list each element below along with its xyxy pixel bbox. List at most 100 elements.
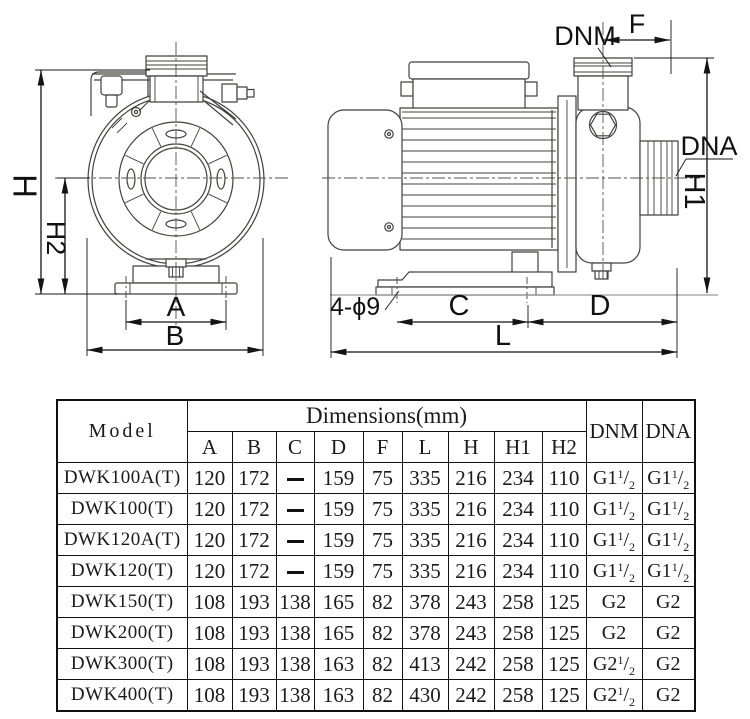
cell-dnm: G2 <box>585 617 643 649</box>
cell-h1: 258 <box>493 648 543 680</box>
cell-d: 165 <box>313 586 364 618</box>
dim-label-dna: DNA <box>680 131 737 161</box>
cell-dnm: G11/2 <box>585 462 643 494</box>
cell-model: DWK100(T) <box>56 493 188 525</box>
cell-a: 120 <box>186 555 233 587</box>
cell-c <box>275 462 315 494</box>
cell-c: 138 <box>275 648 315 680</box>
cell-model: DWK400(T) <box>56 679 188 712</box>
cell-dna: G11/2 <box>641 493 696 525</box>
cell-h1: 234 <box>493 524 543 556</box>
cell-h2: 125 <box>541 679 587 712</box>
dim-label-l: L <box>495 320 511 352</box>
dnm-header: DNM <box>585 399 643 463</box>
column-header-h: H <box>447 431 495 463</box>
cell-h2: 110 <box>541 462 587 494</box>
pump-side-view-drawing: DNM F DNA H1 4-ϕ9 C D L <box>322 9 738 358</box>
cell-h1: 258 <box>493 617 543 649</box>
cell-dnm: G21/2 <box>585 648 643 680</box>
model-header: Model <box>56 399 188 463</box>
cell-h: 216 <box>447 555 495 587</box>
cell-b: 193 <box>231 617 277 649</box>
cell-d: 159 <box>313 555 364 587</box>
cell-f: 82 <box>362 648 403 680</box>
cell-h1: 234 <box>493 462 543 494</box>
cell-h: 243 <box>447 586 495 618</box>
dim-label-c: C <box>449 290 470 322</box>
column-header-b: B <box>231 431 277 463</box>
no-value-dash <box>286 477 304 482</box>
cell-c: 138 <box>275 679 315 712</box>
cell-h1: 258 <box>493 679 543 712</box>
dim-label-h: H <box>7 174 44 198</box>
cell-f: 75 <box>362 555 403 587</box>
cell-h: 242 <box>447 679 495 712</box>
cell-d: 163 <box>313 679 364 712</box>
cell-dna: G11/2 <box>641 462 696 494</box>
cell-l: 378 <box>401 586 449 618</box>
cell-model: DWK120A(T) <box>56 524 188 556</box>
cell-dnm: G11/2 <box>585 524 643 556</box>
no-value-dash <box>286 508 304 513</box>
pump-dimension-drawing: H H2 A B <box>7 9 738 358</box>
cell-dnm: G2 <box>585 586 643 618</box>
cell-model: DWK150(T) <box>56 586 188 618</box>
cell-f: 82 <box>362 679 403 712</box>
cell-h: 216 <box>447 524 495 556</box>
cell-l: 335 <box>401 462 449 494</box>
cell-a: 120 <box>186 524 233 556</box>
cell-model: DWK120(T) <box>56 555 188 587</box>
cell-b: 172 <box>231 493 277 525</box>
cell-l: 378 <box>401 617 449 649</box>
cell-h: 242 <box>447 648 495 680</box>
cell-dna: G2 <box>641 648 696 680</box>
dna-header: DNA <box>641 399 696 463</box>
column-header-h1: H1 <box>493 431 543 463</box>
cell-model: DWK300(T) <box>56 648 188 680</box>
cell-f: 75 <box>362 493 403 525</box>
cell-c: 138 <box>275 617 315 649</box>
cell-f: 75 <box>362 462 403 494</box>
cell-h2: 125 <box>541 617 587 649</box>
cell-d: 163 <box>313 648 364 680</box>
column-header-f: F <box>362 431 403 463</box>
cell-b: 193 <box>231 648 277 680</box>
cell-d: 165 <box>313 617 364 649</box>
column-header-h2: H2 <box>541 431 587 463</box>
cell-h2: 125 <box>541 586 587 618</box>
cell-c <box>275 524 315 556</box>
cell-h2: 110 <box>541 555 587 587</box>
cell-l: 335 <box>401 524 449 556</box>
no-value-dash <box>286 570 304 575</box>
dim-label-a: A <box>167 291 186 322</box>
cell-b: 172 <box>231 462 277 494</box>
dim-label-dnm: DNM <box>554 21 616 51</box>
cell-dnm: G11/2 <box>585 493 643 525</box>
cell-l: 430 <box>401 679 449 712</box>
cell-c <box>275 555 315 587</box>
column-header-a: A <box>186 431 233 463</box>
cell-h: 216 <box>447 462 495 494</box>
dim-label-h1: H1 <box>678 172 710 209</box>
cell-dna: G2 <box>641 617 696 649</box>
cell-dna: G11/2 <box>641 555 696 587</box>
cell-dna: G2 <box>641 586 696 618</box>
cell-dna: G11/2 <box>641 524 696 556</box>
cell-l: 413 <box>401 648 449 680</box>
cell-a: 120 <box>186 493 233 525</box>
cell-model: DWK200(T) <box>56 617 188 649</box>
cell-d: 159 <box>313 462 364 494</box>
cell-c <box>275 493 315 525</box>
cell-f: 75 <box>362 524 403 556</box>
cell-model: DWK100A(T) <box>56 462 188 494</box>
cell-h1: 258 <box>493 586 543 618</box>
cell-h1: 234 <box>493 555 543 587</box>
